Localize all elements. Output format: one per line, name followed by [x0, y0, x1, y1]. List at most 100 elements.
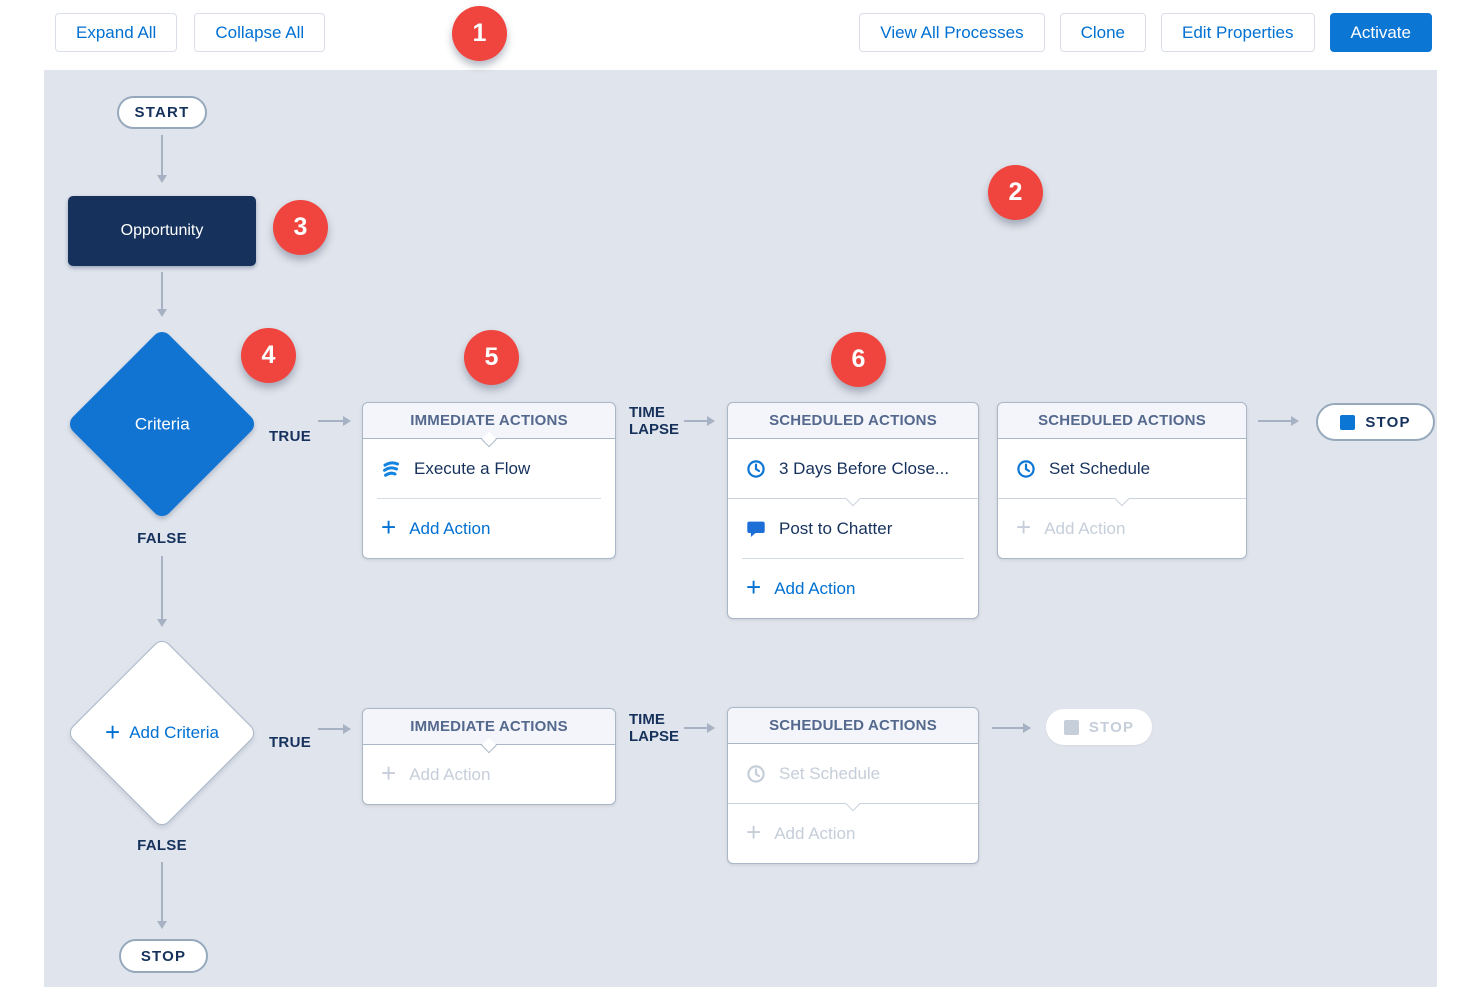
set-schedule-label-1: Set Schedule: [1049, 458, 1151, 478]
immediate-actions-header-2: IMMEDIATE ACTIONS: [363, 709, 615, 753]
add-action-label-3: Add Action: [1044, 518, 1126, 538]
plus-icon: +: [746, 817, 762, 847]
connector-false-2: [157, 862, 167, 929]
add-action-label-4: Add Action: [409, 764, 491, 784]
trigger-object-label: Opportunity: [120, 222, 204, 239]
scheduled-actions-header-1: SCHEDULED ACTIONS: [728, 403, 978, 439]
divider: [742, 558, 964, 559]
toolbar-left-group: Expand All Collapse All: [55, 13, 326, 52]
scheduled-actions-title-1: SCHEDULED ACTIONS: [769, 412, 937, 429]
add-criteria-label: Add Criteria: [129, 722, 219, 742]
connector-object-to-criteria: [157, 272, 167, 317]
plus-icon: +: [105, 716, 121, 747]
clock-icon: [747, 764, 765, 783]
immediate-actions-header-1: IMMEDIATE ACTIONS: [363, 403, 615, 447]
time-lapse-line1: TIME: [629, 711, 665, 728]
schedule-3-days-label: 3 Days Before Close...: [779, 458, 950, 478]
start-label: START: [134, 104, 190, 121]
activate-button[interactable]: Activate: [1329, 13, 1432, 52]
chatter-icon: [747, 521, 765, 537]
time-lapse-label-2: TIME LAPSE: [629, 711, 679, 745]
set-schedule-item-1[interactable]: Set Schedule: [998, 439, 1246, 498]
stop-label-2: STOP: [1088, 718, 1135, 736]
schedule-item-3-days[interactable]: 3 Days Before Close...: [728, 439, 978, 498]
view-all-processes-button[interactable]: View All Processes: [859, 13, 1045, 52]
annotation-badge-2: 2: [988, 165, 1043, 220]
stop-label-3: STOP: [140, 947, 187, 965]
trigger-object-node[interactable]: Opportunity: [68, 196, 256, 266]
add-action-link-1[interactable]: + Add Action: [363, 499, 615, 558]
criteria-label: Criteria: [134, 413, 190, 433]
connector-start-to-object: [157, 135, 167, 183]
time-lapse-line2: LAPSE: [629, 728, 680, 745]
true-label-2: TRUE: [268, 734, 312, 751]
set-schedule-label-2: Set Schedule: [779, 763, 881, 783]
scheduled-actions-header-2: SCHEDULED ACTIONS: [998, 403, 1246, 439]
connector-true-1: [318, 416, 351, 426]
true-label-1: TRUE: [268, 428, 312, 445]
execute-flow-label: Execute a Flow: [414, 458, 531, 478]
expand-all-button[interactable]: Expand All: [55, 13, 178, 52]
plus-icon: +: [381, 758, 397, 788]
stop-pill-2-disabled: STOP: [1046, 709, 1152, 745]
plus-icon: +: [381, 512, 397, 542]
plus-icon: +: [1016, 512, 1032, 542]
notched-divider: [728, 795, 978, 812]
time-lapse-line2: LAPSE: [629, 421, 680, 438]
stop-pill-bottom: STOP: [119, 939, 208, 973]
scheduled-actions-card-2: SCHEDULED ACTIONS Set Schedule + Add Act…: [997, 402, 1247, 559]
annotation-badge-6: 6: [831, 332, 886, 387]
connector-to-stop-1: [1258, 416, 1299, 426]
add-action-label-5: Add Action: [774, 823, 856, 843]
time-lapse-label-1: TIME LAPSE: [629, 404, 679, 438]
false-label-1: FALSE: [137, 530, 187, 547]
stop-square-icon: [1063, 719, 1079, 735]
add-action-link-5-disabled[interactable]: + Add Action: [728, 804, 978, 863]
stop-square-icon: [1340, 414, 1356, 430]
clock-icon: [1017, 459, 1035, 478]
edit-properties-button[interactable]: Edit Properties: [1161, 13, 1315, 52]
connector-false-1: [157, 556, 167, 627]
add-action-link-4-disabled[interactable]: + Add Action: [363, 745, 615, 804]
toolbar-right-group: View All Processes Clone Edit Properties…: [859, 13, 1432, 52]
clone-button[interactable]: Clone: [1059, 13, 1147, 52]
connector-to-stop-2: [992, 723, 1031, 733]
action-item-execute-flow[interactable]: Execute a Flow: [363, 439, 615, 498]
notched-divider: [998, 490, 1246, 507]
annotation-badge-3: 3: [273, 200, 328, 255]
scheduled-actions-title-3: SCHEDULED ACTIONS: [769, 717, 937, 734]
add-action-label-1: Add Action: [409, 518, 491, 538]
connector-time-lapse-1: [684, 416, 715, 426]
connector-true-2: [318, 724, 351, 734]
action-item-post-to-chatter[interactable]: Post to Chatter: [728, 499, 978, 558]
false-label-2: FALSE: [137, 837, 187, 854]
collapse-all-button[interactable]: Collapse All: [194, 13, 326, 52]
connector-time-lapse-2: [684, 723, 715, 733]
notched-divider: [728, 490, 978, 507]
flow-icon: [383, 460, 399, 477]
add-action-label-2: Add Action: [774, 578, 856, 598]
stop-label-1: STOP: [1365, 413, 1411, 431]
divider: [377, 498, 601, 499]
toolbar: Expand All Collapse All View All Process…: [0, 0, 1480, 70]
annotation-badge-4: 4: [241, 328, 296, 383]
post-to-chatter-label: Post to Chatter: [779, 518, 893, 538]
annotation-badge-1: 1: [452, 6, 507, 61]
immediate-actions-title-2: IMMEDIATE ACTIONS: [410, 718, 568, 735]
annotation-badge-5: 5: [464, 330, 519, 385]
immediate-actions-card-2: IMMEDIATE ACTIONS + Add Action: [362, 708, 616, 805]
clock-icon: [747, 459, 765, 478]
time-lapse-line1: TIME: [629, 404, 665, 421]
scheduled-actions-header-3: SCHEDULED ACTIONS: [728, 708, 978, 744]
add-action-link-3-disabled[interactable]: + Add Action: [998, 499, 1246, 558]
scheduled-actions-card-3: SCHEDULED ACTIONS Set Schedule + Add Act…: [727, 707, 979, 864]
set-schedule-item-2-disabled[interactable]: Set Schedule: [728, 744, 978, 803]
stop-pill-1: STOP: [1316, 403, 1435, 441]
scheduled-actions-title-2: SCHEDULED ACTIONS: [1038, 412, 1206, 429]
plus-icon: +: [746, 572, 762, 602]
immediate-actions-card-1: IMMEDIATE ACTIONS Execute a Flow + Add A…: [362, 402, 616, 559]
scheduled-actions-card-1: SCHEDULED ACTIONS 3 Days Before Close...…: [727, 402, 979, 619]
start-pill: START: [117, 96, 207, 129]
add-action-link-2[interactable]: + Add Action: [728, 559, 978, 618]
